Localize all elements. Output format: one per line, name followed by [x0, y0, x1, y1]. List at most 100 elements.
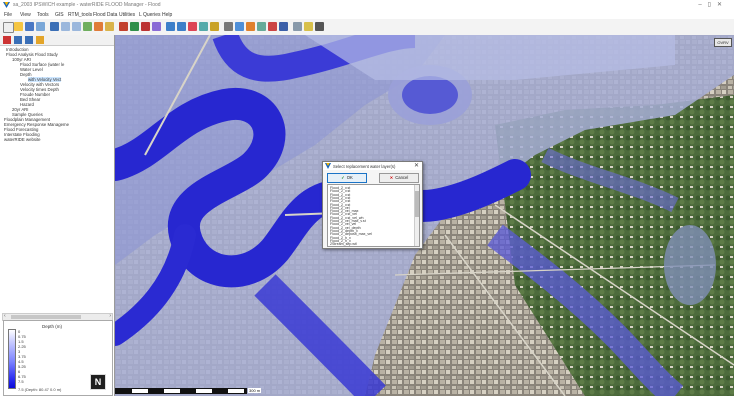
tree-node[interactable]: Interstate Flooding [4, 132, 40, 137]
list-item[interactable]: Flood_2_h_x [330, 238, 351, 243]
check-icon: ✓ [341, 175, 345, 180]
settings-icon[interactable] [315, 22, 324, 31]
pointer-icon[interactable] [50, 22, 59, 31]
list-item[interactable]: Flood_2_vel_max_v.st [330, 219, 366, 223]
refresh-icon[interactable] [293, 22, 302, 31]
scale-label: 300 m [248, 388, 262, 393]
tree-node[interactable]: 100yr ARI [12, 57, 31, 62]
tree-node[interactable]: Flood Forecasting [4, 127, 39, 132]
save-icon[interactable] [25, 22, 34, 31]
select-layer-dialog: Select replacement water layer(s) ✕ ✓OK … [322, 161, 423, 249]
tree-node[interactable]: Flood Analysis Flood Study [6, 52, 58, 57]
tree-node[interactable]: Sample Queries [12, 112, 43, 117]
zoom-out-icon[interactable] [72, 22, 81, 31]
legend-label: 3 [18, 349, 21, 354]
list-item[interactable]: Flood_2_v.st_vel [330, 212, 357, 217]
print-icon[interactable] [36, 22, 45, 31]
tree-node[interactable]: Depth [20, 72, 32, 77]
export-icon[interactable] [279, 22, 288, 31]
flood-map-canvas[interactable] [115, 35, 734, 396]
overview-toggle-button[interactable]: OVRV [714, 38, 732, 47]
scroll-left-icon[interactable]: ‹ [4, 313, 6, 319]
legend-label: 0.75 [18, 334, 26, 339]
app-logo-icon [3, 2, 10, 8]
menu-file[interactable]: File [4, 12, 13, 18]
list-item[interactable]: 2Stream_sep.wtl [330, 242, 357, 247]
folder-icon[interactable] [36, 36, 44, 44]
extent-icon[interactable] [94, 22, 103, 31]
list-item[interactable]: Flood_2_v.st [330, 192, 351, 197]
menu-help[interactable]: Help [162, 12, 173, 18]
list-item[interactable]: Flood_2_depth_x [330, 228, 358, 233]
report-icon[interactable] [257, 22, 266, 31]
list-item[interactable]: Flood_2_v.st [330, 195, 351, 200]
home-icon[interactable] [3, 36, 11, 44]
ok-button[interactable]: ✓OK [327, 173, 367, 183]
list-item[interactable]: Flood_2_deposit_max_vel [330, 232, 372, 237]
legend-color-ramp [8, 329, 16, 389]
flag-icon[interactable] [268, 22, 277, 31]
menu-view[interactable]: View [20, 12, 31, 18]
list-item[interactable]: Flood_2_v.st_vel_wh [330, 215, 364, 220]
menu-queries[interactable]: L Queries [139, 12, 161, 18]
scroll-thumb[interactable] [11, 315, 81, 319]
map-view[interactable]: OVRV [115, 35, 734, 396]
list-item[interactable]: Flood_2_vel_vel [330, 222, 357, 227]
list-item[interactable]: Flood_2_vel_depth [330, 225, 361, 230]
list-item[interactable]: Flood_2_v.st [330, 189, 351, 194]
tree-node[interactable]: Flood Surface (water le [20, 62, 65, 67]
tree-node[interactable]: Floodplain Management [4, 117, 51, 122]
pan-icon[interactable] [83, 22, 92, 31]
list-item[interactable]: Flood_2_vel_max [330, 209, 359, 214]
zoom-in-icon[interactable] [61, 22, 70, 31]
menu-rtm-tools[interactable]: RTM_tools [68, 12, 93, 18]
marker-icon[interactable] [246, 22, 255, 31]
tree-node[interactable]: Water Level [20, 67, 43, 72]
profile-icon[interactable] [199, 22, 208, 31]
open-icon[interactable] [14, 22, 23, 31]
cancel-x-icon: ✕ [389, 175, 394, 180]
forward-icon[interactable] [25, 36, 33, 44]
list-item[interactable]: Flood_2_vel [330, 205, 350, 210]
menu-flood-data[interactable]: Flood Data [93, 12, 118, 18]
layer-list[interactable]: Flood_2_v.st Flood_2_v.st Flood_2_v.st F… [327, 184, 420, 247]
tree-node[interactable]: Emergency Response Manageme [4, 122, 69, 127]
draw-icon[interactable] [210, 22, 219, 31]
tree-node[interactable]: Velocity times Depth [20, 87, 59, 92]
help-icon[interactable] [304, 22, 313, 31]
step-back-icon[interactable] [166, 22, 175, 31]
list-item[interactable]: Flood_2_h_x [330, 235, 351, 240]
window-controls[interactable]: –▯✕ [698, 2, 728, 8]
scroll-right-icon[interactable]: › [109, 313, 111, 319]
back-icon[interactable] [14, 36, 22, 44]
query-icon[interactable] [119, 22, 128, 31]
grid-icon[interactable] [224, 22, 233, 31]
close-icon[interactable]: ✕ [413, 163, 419, 169]
list-scrollbar[interactable] [414, 185, 419, 246]
layers-icon[interactable] [105, 22, 114, 31]
cancel-button[interactable]: ✕Cancel [379, 173, 419, 183]
list-item[interactable]: Flood_2_v.st [330, 186, 351, 190]
record-icon[interactable] [188, 22, 197, 31]
menu-tools[interactable]: Tools [37, 12, 49, 18]
tree-node[interactable]: Introduction [6, 47, 29, 52]
step-forward-icon[interactable] [177, 22, 186, 31]
list-scroll-thumb[interactable] [415, 191, 419, 217]
menu-utilities[interactable]: Utilities [119, 12, 136, 18]
new-icon[interactable] [3, 22, 14, 33]
tree-node[interactable]: 20yr ARI [12, 107, 29, 112]
tree-node[interactable]: Bed Shear [20, 97, 41, 102]
tree-node[interactable]: Velocity with Vectors [20, 82, 60, 87]
list-item[interactable]: Flood_2_v.st [330, 199, 351, 204]
play-icon[interactable] [130, 22, 139, 31]
tree-node[interactable]: Hazard [20, 102, 34, 107]
list-item[interactable]: Flood_2_v.st [330, 202, 351, 207]
tree-node[interactable]: Froude Number [20, 92, 51, 97]
legend-label: 0 [18, 329, 21, 334]
stop-icon[interactable] [141, 22, 150, 31]
tree-node-selected[interactable]: with Velocity Vect [28, 77, 62, 82]
measure-icon[interactable] [235, 22, 244, 31]
chart-icon[interactable] [152, 22, 161, 31]
tree-node[interactable]: waterRIDE website [4, 137, 41, 142]
menu-gis[interactable]: GIS [55, 12, 64, 18]
